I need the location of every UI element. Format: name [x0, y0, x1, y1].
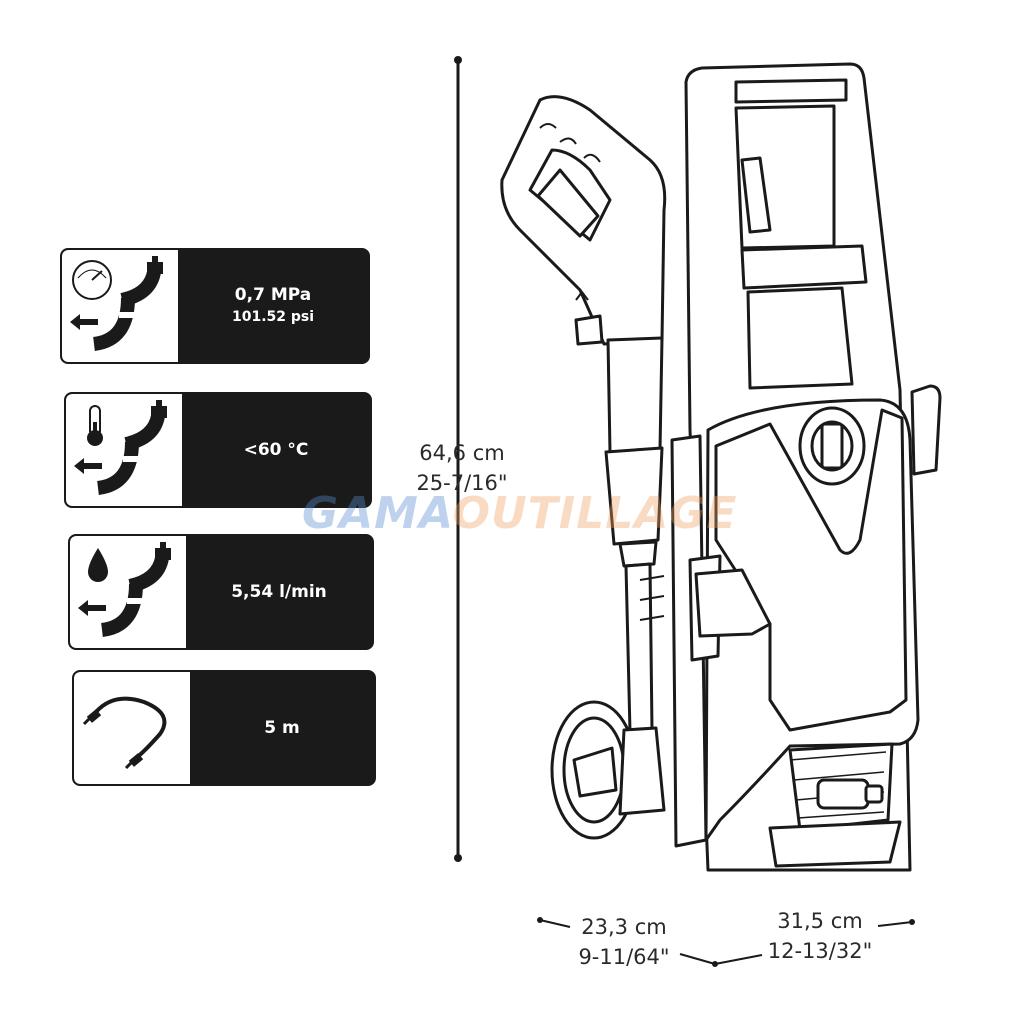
- spec-value-hose: 5 m: [190, 672, 374, 784]
- height-label: 64,6 cm 25-7/16": [404, 438, 520, 498]
- watermark-part-1: GAMA: [302, 488, 453, 539]
- spec-card-flow: 5,54 l/min: [68, 534, 374, 650]
- hose-icon: [74, 672, 190, 784]
- spec-value-temperature: <60 °C: [182, 394, 370, 506]
- spec-card-temperature: <60 °C: [64, 392, 372, 508]
- spec-card-pressure: 0,7 MPa 101.52 psi: [60, 248, 370, 364]
- width-label: 31,5 cm 12-13/32": [758, 906, 882, 966]
- temperature-value: <60 °C: [243, 440, 309, 460]
- flow-value: 5,54 l/min: [231, 582, 327, 602]
- height-cm: 64,6 cm: [419, 441, 505, 465]
- pressure-gauge-icon: [62, 250, 178, 362]
- depth-cm: 23,3 cm: [581, 915, 667, 939]
- width-in: 12-13/32": [767, 939, 873, 963]
- depth-label: 23,3 cm 9-11/64": [566, 912, 682, 972]
- spec-value-pressure: 0,7 MPa 101.52 psi: [178, 250, 368, 362]
- pressure-psi: 101.52 psi: [231, 309, 315, 325]
- height-in: 25-7/16": [416, 471, 508, 495]
- watermark-logo: GAMAOUTILLAGE: [302, 488, 737, 539]
- hose-length: 5 m: [264, 718, 300, 738]
- water-drop-icon: [70, 536, 186, 648]
- depth-in: 9-11/64": [578, 945, 670, 969]
- pressure-mpa: 0,7 MPa: [234, 285, 312, 305]
- watermark-part-2: OUTILLAGE: [452, 488, 738, 539]
- spec-card-hose: 5 m: [72, 670, 376, 786]
- spec-value-flow: 5,54 l/min: [186, 536, 372, 648]
- width-cm: 31,5 cm: [777, 909, 863, 933]
- thermometer-icon: [66, 394, 182, 506]
